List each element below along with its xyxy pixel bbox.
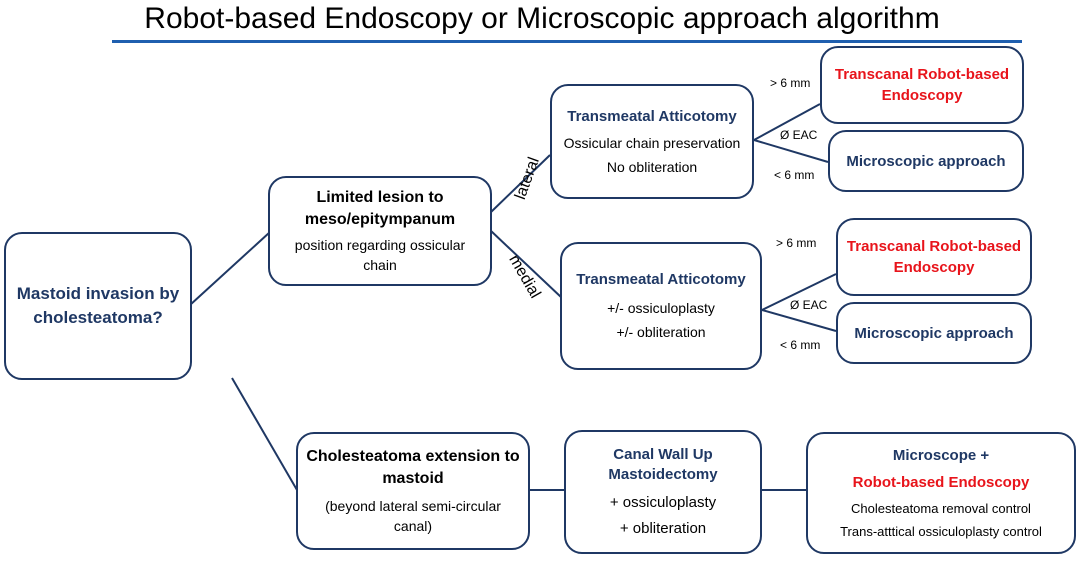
edge-top-split-up xyxy=(753,103,821,141)
node-microscopic-approach-mid: Microscopic approach xyxy=(836,302,1032,364)
label-top-eac: Ø EAC xyxy=(780,128,818,142)
node-lateral-atticotomy-line1: Ossicular chain preservation xyxy=(563,134,741,151)
label-top-greater-6mm: > 6 mm xyxy=(770,76,811,90)
node-microscopic-approach-top: Microscopic approach xyxy=(828,130,1024,192)
edge-top-split-down xyxy=(753,139,829,163)
node-extension-heading: Cholesteatoma extension to mastoid xyxy=(306,448,520,487)
node-robot-endoscopy-mid: Transcanal Robot-based Endoscopy xyxy=(836,218,1032,296)
node-combined-heading2: Robot-based Endoscopy xyxy=(852,474,1030,491)
node-lateral-atticotomy-heading: Transmeatal Atticotomy xyxy=(567,107,737,125)
node-robot-endoscopy-top-text: Transcanal Robot-based Endoscopy xyxy=(834,66,1010,104)
node-transmeatal-atticotomy-lateral: Transmeatal Atticotomy Ossicular chain p… xyxy=(550,84,754,199)
label-mid-less-6mm: < 6 mm xyxy=(780,338,821,352)
node-microscopic-approach-top-text: Microscopic approach xyxy=(846,152,1006,170)
edge-limited-medial xyxy=(489,229,563,299)
node-combined-line2: Trans-atttical ossiculoplasty control xyxy=(840,524,1042,539)
label-top-less-6mm: < 6 mm xyxy=(774,168,815,182)
node-extension-detail: (beyond lateral semi-circular canal) xyxy=(325,498,501,534)
node-limited-lesion: Limited lesion to meso/epitympanum posit… xyxy=(268,176,492,286)
node-canal-wall-up-line2: + obliteration xyxy=(619,520,707,537)
node-robot-endoscopy-top: Transcanal Robot-based Endoscopy xyxy=(820,46,1024,124)
node-mastoid-invasion-text: Mastoid invasion by cholesteatoma? xyxy=(16,284,180,327)
node-combined-heading1: Microscope + xyxy=(892,447,990,464)
node-limited-lesion-detail: position regarding ossicular chain xyxy=(294,237,466,273)
node-canal-wall-up-heading: Canal Wall Up Mastoidectomy xyxy=(608,446,718,483)
edge-mid-split-down xyxy=(761,309,837,332)
node-microscopic-approach-mid-text: Microscopic approach xyxy=(854,324,1014,342)
node-lateral-atticotomy-line2: No obliteration xyxy=(606,158,698,175)
node-combined-line1: Cholesteatoma removal control xyxy=(851,501,1031,516)
node-limited-lesion-heading: Limited lesion to meso/epitympanum xyxy=(304,189,456,228)
edge-mid-split-up xyxy=(761,273,837,311)
diagram-title: Robot-based Endoscopy or Microscopic app… xyxy=(144,2,940,35)
edge-limited-lateral xyxy=(489,154,551,214)
node-robot-endoscopy-mid-text: Transcanal Robot-based Endoscopy xyxy=(846,238,1022,276)
edge-root-limited xyxy=(189,231,271,306)
node-canal-wall-up: Canal Wall Up Mastoidectomy + ossiculopl… xyxy=(564,430,762,554)
node-canal-wall-up-line1: + ossiculoplasty xyxy=(609,494,717,511)
node-transmeatal-atticotomy-medial: Transmeatal Atticotomy +/- ossiculoplast… xyxy=(560,242,762,370)
node-microscope-robot-combined: Microscope + Robot-based Endoscopy Chole… xyxy=(806,432,1076,554)
node-mastoid-invasion: Mastoid invasion by cholesteatoma? xyxy=(4,232,192,380)
node-medial-atticotomy-heading: Transmeatal Atticotomy xyxy=(576,271,746,288)
node-medial-atticotomy-line2: +/- obliteration xyxy=(616,324,706,340)
label-mid-eac: Ø EAC xyxy=(790,298,828,312)
title-underline xyxy=(112,40,1022,43)
edge-root-extension xyxy=(231,377,298,491)
node-cholesteatoma-extension: Cholesteatoma extension to mastoid (beyo… xyxy=(296,432,530,550)
node-medial-atticotomy-line1: +/- ossiculoplasty xyxy=(607,300,715,316)
label-mid-greater-6mm: > 6 mm xyxy=(776,236,817,250)
